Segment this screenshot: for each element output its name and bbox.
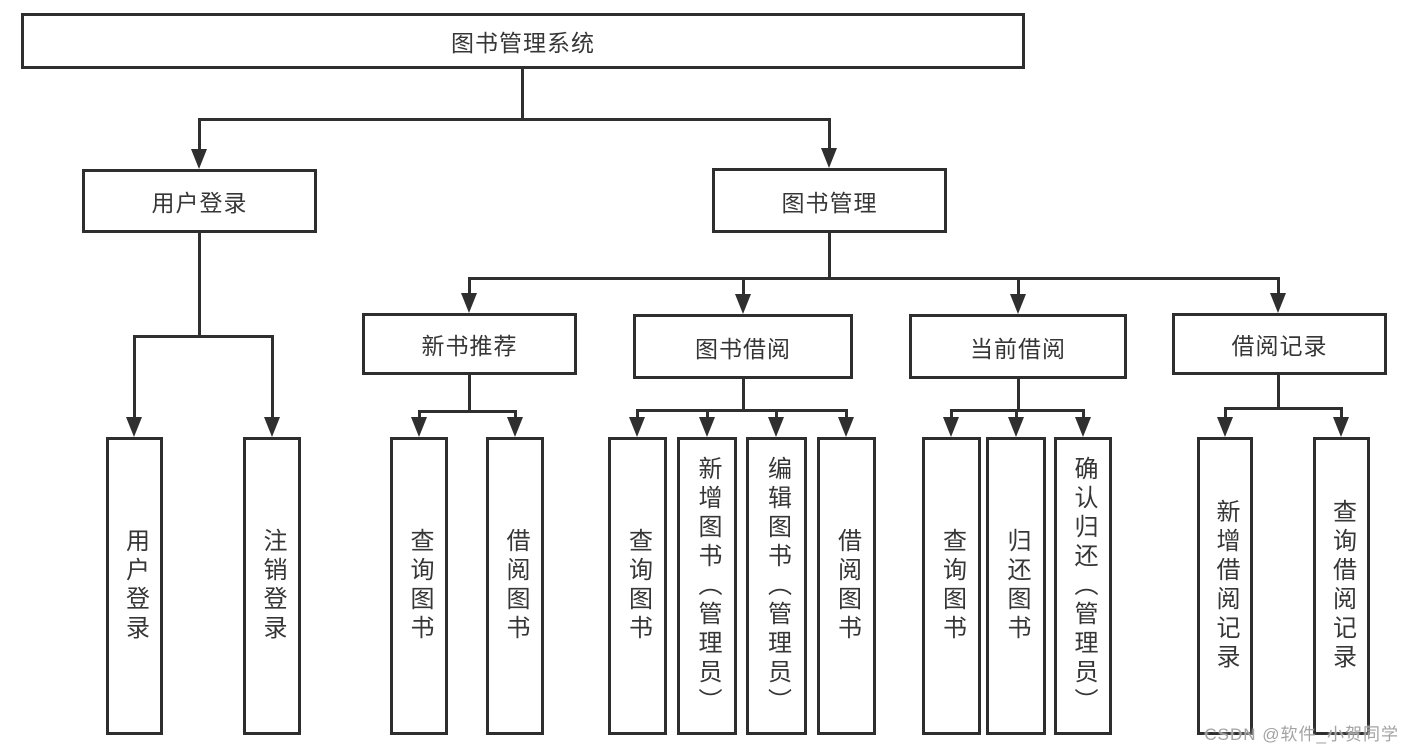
connector-line	[1017, 379, 1020, 412]
arrow-down-icon	[126, 417, 142, 437]
arrow-down-icon	[461, 293, 477, 313]
leaf-confirm-return-admin: 确认归还（管理员）	[1054, 437, 1112, 735]
node-label: 注销登录	[259, 528, 286, 644]
connector-line	[468, 277, 1280, 280]
connector-line	[742, 277, 745, 296]
node-label: 用户登录	[151, 190, 248, 216]
leaf-logout: 注销登录	[243, 437, 301, 735]
leaf-borrow-books: 借阅图书	[817, 437, 876, 735]
node-label: 查询图书	[938, 528, 966, 644]
connector-line	[950, 409, 953, 420]
node-current-borrowing: 当前借阅	[909, 314, 1127, 379]
connector-line	[1015, 409, 1018, 420]
connector-line	[775, 409, 778, 420]
node-label: 归还图书	[1003, 528, 1030, 644]
node-label: 新增图书（管理员）	[694, 455, 721, 717]
connector-line	[1277, 375, 1280, 410]
node-label: 新增借阅记录	[1212, 499, 1239, 673]
leaf-add-books-admin: 新增图书（管理员）	[677, 437, 737, 735]
connector-line	[133, 335, 136, 419]
node-borrowing-records: 借阅记录	[1172, 313, 1387, 375]
arrow-down-icon	[699, 417, 715, 437]
node-label: 新书推荐	[421, 333, 518, 359]
node-label: 当前借阅	[970, 335, 1066, 362]
arrow-down-icon	[1075, 417, 1091, 437]
connector-line	[1082, 409, 1085, 420]
connector-line	[742, 379, 745, 412]
leaf-query-books-current: 查询图书	[922, 437, 981, 735]
node-book-management: 图书管理	[712, 168, 947, 233]
node-label: 编辑图书（管理员）	[763, 455, 791, 717]
node-label: 查询图书	[406, 528, 433, 644]
arrow-down-icon	[1008, 417, 1024, 437]
arrow-down-icon	[1270, 293, 1286, 313]
leaf-edit-books-admin: 编辑图书（管理员）	[746, 437, 807, 735]
arrow-down-icon	[768, 417, 784, 437]
connector-line	[468, 375, 471, 413]
node-label: 借阅图书	[502, 528, 529, 644]
connector-line	[198, 118, 831, 121]
node-user-login: 用户登录	[82, 169, 317, 233]
arrow-down-icon	[629, 417, 645, 437]
leaf-return-books: 归还图书	[986, 437, 1046, 735]
arrow-down-icon	[264, 417, 280, 437]
connector-line	[1224, 407, 1342, 410]
connector-line	[198, 118, 201, 154]
arrow-down-icon	[735, 294, 751, 314]
connector-line	[636, 409, 848, 412]
node-new-book-recommend: 新书推荐	[362, 313, 577, 375]
connector-line	[271, 335, 274, 419]
arrow-down-icon	[507, 417, 523, 437]
node-label: 确认归还（管理员）	[1070, 455, 1097, 717]
connector-line	[514, 410, 517, 420]
arrow-down-icon	[1217, 417, 1233, 437]
connector-line	[133, 335, 273, 338]
leaf-user-login: 用户登录	[106, 437, 163, 735]
arrow-down-icon	[821, 148, 837, 168]
node-label: 图书管理	[781, 189, 878, 216]
connector-line	[198, 233, 201, 338]
connector-line	[828, 233, 831, 280]
leaf-query-borrow-record: 查询借阅记录	[1313, 437, 1370, 735]
node-label: 借阅记录	[1231, 333, 1328, 359]
connector-line	[1340, 407, 1343, 420]
connector-line	[418, 410, 421, 420]
node-label: 查询图书	[624, 528, 652, 644]
arrow-down-icon	[1010, 294, 1026, 314]
arrow-down-icon	[411, 417, 427, 437]
leaf-add-borrow-record: 新增借阅记录	[1197, 437, 1253, 735]
connector-line	[1224, 407, 1227, 420]
node-book-borrowing: 图书借阅	[633, 314, 853, 379]
connector-line	[706, 409, 709, 420]
connector-line	[521, 69, 524, 121]
node-library-system: 图书管理系统	[21, 13, 1025, 69]
arrow-down-icon	[191, 149, 207, 169]
connector-line	[828, 118, 831, 154]
node-label: 图书管理系统	[451, 30, 595, 56]
connector-line	[418, 410, 517, 413]
arrow-down-icon	[838, 417, 854, 437]
node-label: 查询借阅记录	[1328, 499, 1356, 673]
csdn-watermark: CSDN @软件_小贺同学	[1204, 725, 1399, 744]
leaf-query-books-borrowing: 查询图书	[608, 437, 667, 735]
connector-line	[845, 409, 848, 420]
arrow-down-icon	[1333, 417, 1349, 437]
arrow-down-icon	[943, 417, 959, 437]
leaf-query-books-recommend: 查询图书	[390, 437, 448, 735]
leaf-borrow-books-recommend: 借阅图书	[486, 437, 544, 735]
connector-line	[636, 409, 639, 420]
connector-line	[1277, 277, 1280, 296]
node-label: 用户登录	[121, 528, 149, 644]
connector-line	[1017, 277, 1020, 296]
node-label: 图书借阅	[695, 335, 791, 362]
node-label: 借阅图书	[833, 528, 861, 644]
connector-line	[468, 277, 471, 296]
